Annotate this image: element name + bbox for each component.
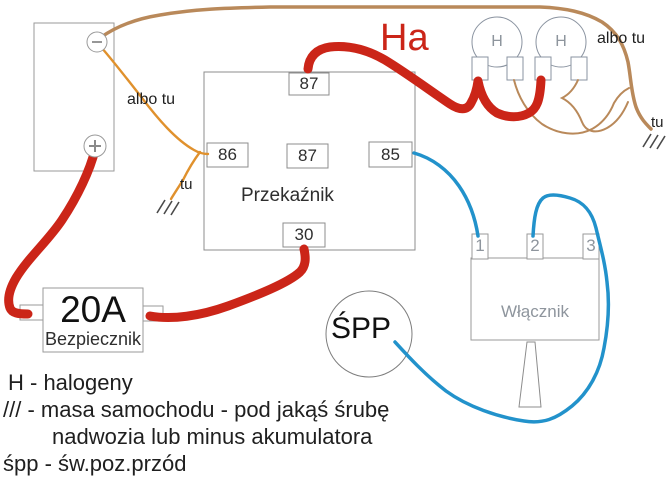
ground-icon-right bbox=[642, 133, 666, 150]
fuse-rating-label: 20A bbox=[60, 289, 126, 330]
lamp-left-terminal-a bbox=[471, 56, 489, 81]
switch-terminal-2-label: 2 bbox=[530, 236, 540, 255]
switch-box bbox=[470, 257, 600, 341]
relay-terminal-87-mid-label: 87 bbox=[298, 146, 317, 165]
ha-label: Ha bbox=[380, 17, 429, 59]
lamp-left-label: H bbox=[491, 33, 503, 50]
spp-circle bbox=[325, 290, 413, 378]
lamp-right-terminal-b bbox=[570, 56, 588, 81]
switch-terminal-2-box bbox=[526, 233, 544, 260]
spp-label: ŚPP bbox=[331, 312, 392, 345]
relay-terminal-87-mid-box bbox=[286, 143, 329, 169]
switch-lever bbox=[518, 341, 542, 408]
lamp-right-label: H bbox=[555, 33, 567, 50]
relay-label: Przekaźnik bbox=[241, 185, 334, 206]
legend-line-halogens: H - halogeny bbox=[8, 370, 133, 395]
lamp-left-circle bbox=[471, 16, 523, 68]
relay-terminal-85-label: 85 bbox=[381, 145, 400, 164]
relay-terminal-85-box bbox=[368, 141, 413, 168]
relay-terminal-86-label: 86 bbox=[218, 145, 237, 164]
albo-tu-left-label: albo tu bbox=[127, 91, 176, 108]
tu-left-label: tu bbox=[180, 176, 193, 193]
fuse-box bbox=[42, 287, 144, 353]
ground-icon-left bbox=[156, 199, 180, 216]
wire-relay-87-to-lamps bbox=[303, 42, 546, 122]
wire-fuse-to-relay-30 bbox=[145, 244, 310, 323]
switch-terminal-3-label: 3 bbox=[586, 236, 596, 255]
wire-lamp-right-to-ground bbox=[559, 79, 629, 133]
relay-terminal-30-label: 30 bbox=[294, 225, 314, 244]
legend-line-ground-2: nadwozia lub minus akumulatora bbox=[52, 424, 373, 449]
relay-terminal-87-top-label: 87 bbox=[299, 74, 319, 93]
tu-right-label: tu bbox=[651, 114, 664, 131]
battery-plus-icon bbox=[89, 140, 101, 152]
wire-battery-plus-to-fuse bbox=[4, 145, 100, 319]
fuse-label: Bezpiecznik bbox=[44, 329, 142, 349]
switch-terminal-1-label: 1 bbox=[475, 236, 485, 255]
albo-tu-right-label: albo tu bbox=[597, 30, 646, 47]
lamp-right-circle bbox=[535, 16, 587, 68]
switch-terminal-1-box bbox=[471, 233, 489, 260]
wire-relay-86-to-ground bbox=[169, 150, 202, 201]
wire-battery-minus-to-ground-right bbox=[98, 5, 653, 131]
switch-label: Włącznik bbox=[500, 302, 569, 321]
relay-terminal-86-box bbox=[206, 142, 249, 168]
legend-line-ground-1: /// - masa samochodu - pod jakąś śrubę bbox=[3, 397, 390, 422]
wire-spp-to-switch-2 bbox=[393, 193, 611, 424]
wire-relay-85-to-switch-1 bbox=[412, 151, 480, 238]
legend-line-spp: śpp - św.poz.przód bbox=[3, 451, 187, 476]
lamp-left-terminal-b bbox=[506, 56, 524, 81]
